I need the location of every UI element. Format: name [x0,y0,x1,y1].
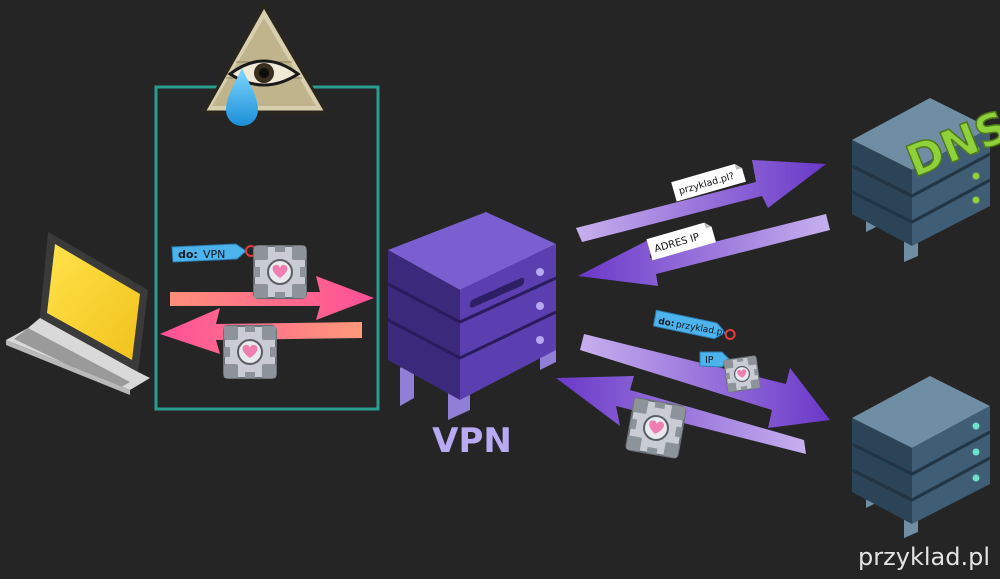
tag-to-vpn-value: VPN [203,248,225,261]
vpn-server-icon [387,212,557,420]
arrow-vpn-to-site [580,334,830,428]
laptop-icon [6,232,150,395]
site-caption: przyklad.pl [858,543,990,571]
tear-drop-icon [226,68,258,126]
tag-to-vpn-prefix: do: [178,248,198,261]
tag-to-vpn: do: VPN [171,243,257,263]
companion-cube-icon [723,355,761,393]
web-server-icon [851,376,991,538]
arrow-dns-to-vpn [578,214,830,286]
arrow-vpn-to-dns [576,160,826,242]
companion-cube-icon [223,325,277,379]
companion-cube-icon [253,245,307,299]
answer-note: ADRES IP [646,222,716,261]
vpn-caption: VPN [432,421,512,461]
tag-to-site-prefix: do: [657,317,675,330]
dns-server-icon [851,98,991,262]
companion-cube-icon [624,396,688,460]
tag-ip-text: IP [705,355,714,366]
